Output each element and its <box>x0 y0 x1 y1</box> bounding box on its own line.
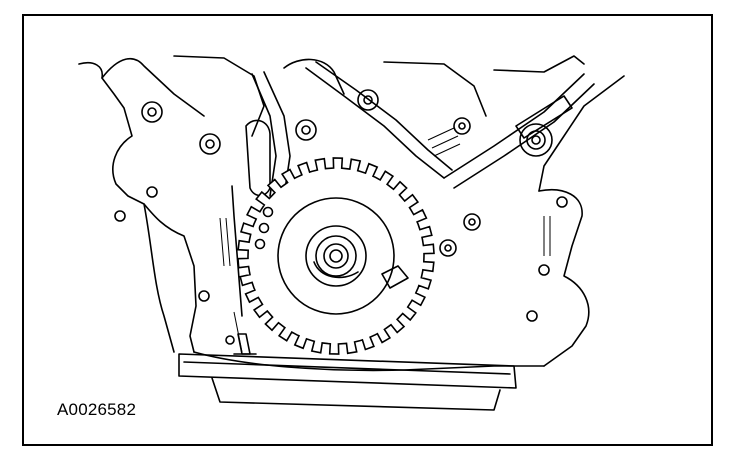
tensioner-pulley <box>519 123 553 157</box>
engine-front-illustration <box>78 55 625 411</box>
crankshaft-sprocket <box>237 157 435 355</box>
woodruff-key <box>381 265 409 289</box>
locating-stud <box>233 333 257 355</box>
oil-pan-rail <box>178 353 517 411</box>
figure-reference-code: A0026582 <box>57 400 137 419</box>
bolt <box>114 89 568 345</box>
crankshaft-hub <box>305 225 367 287</box>
figure-frame: A0026582 <box>22 14 713 446</box>
sprocket-hole <box>254 206 274 250</box>
timing-chain-right <box>305 61 595 189</box>
